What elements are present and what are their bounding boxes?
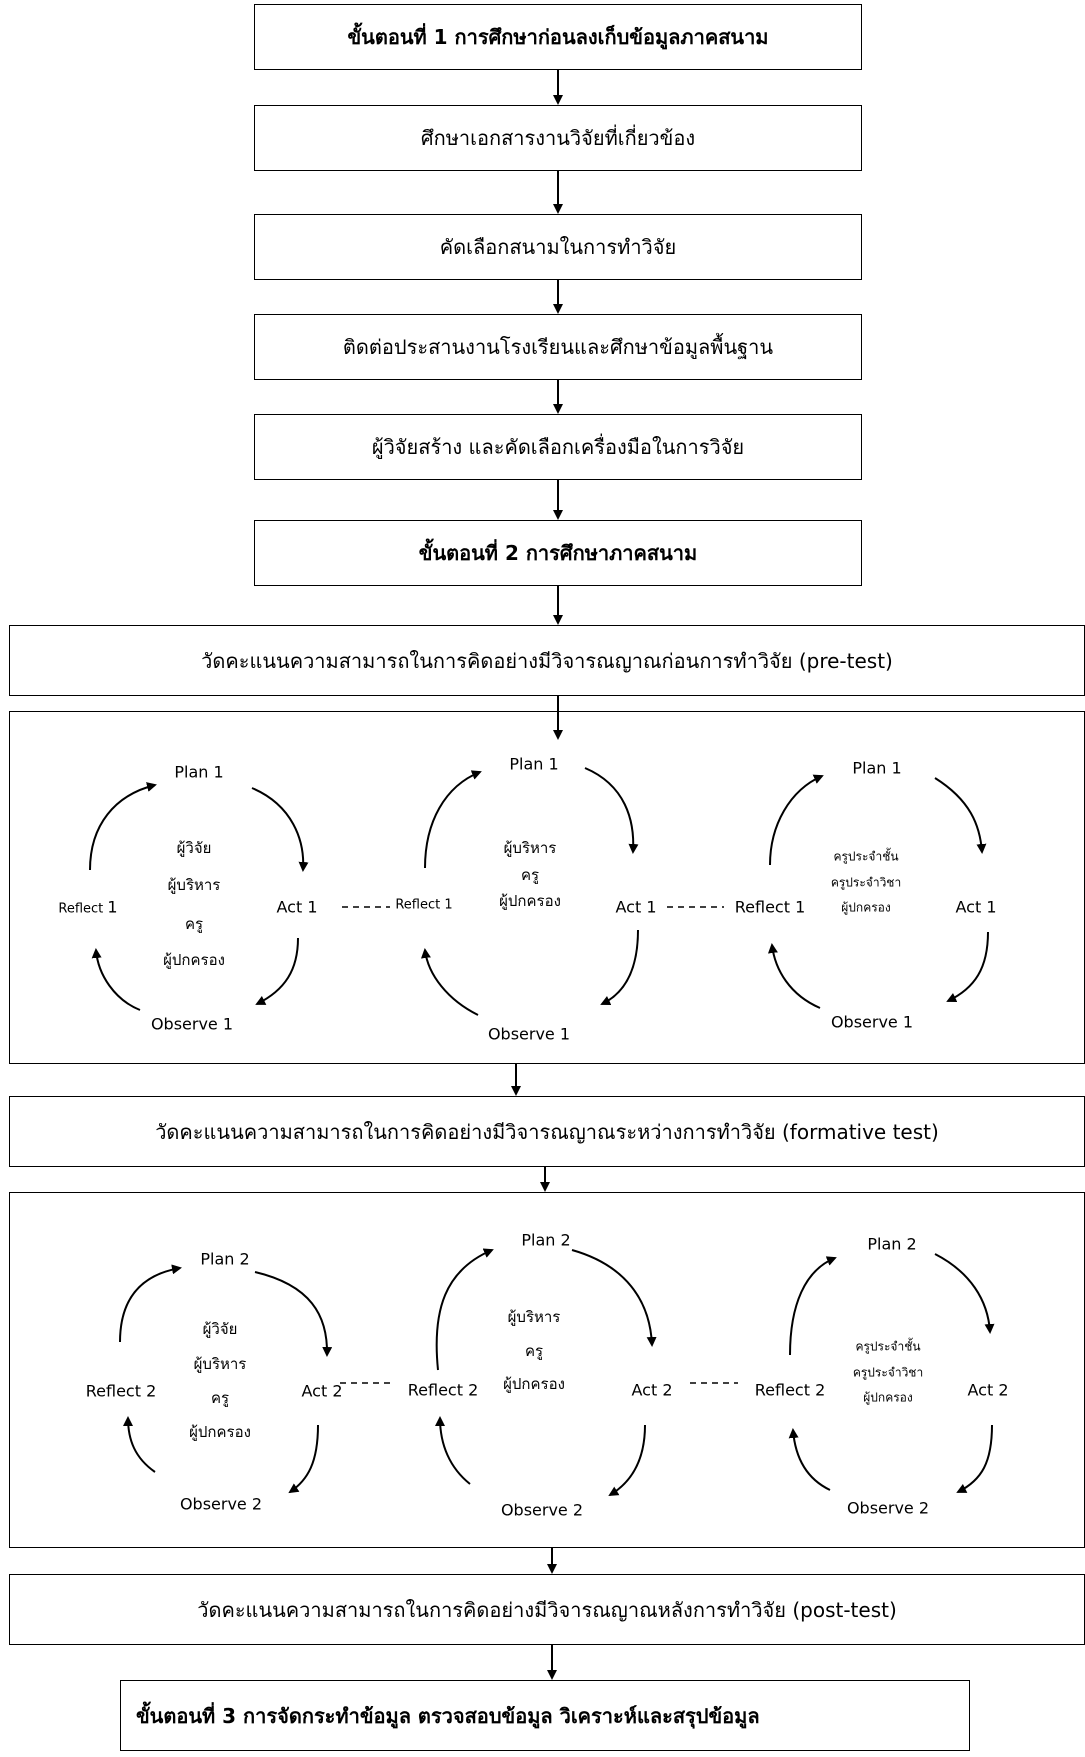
step1-title: ขั้นตอนที่ 1 การศึกษาก่อนลงเก็บข้อมูลภาค… — [347, 25, 769, 49]
c1c-plan: Plan 1 — [852, 758, 902, 778]
c2b-reflect: Reflect 2 — [407, 1380, 479, 1400]
c1b-arrow-plan-act — [584, 767, 639, 854]
formative-box: วัดคะแนนความสามารถในการคิดอย่างมีวิจารณญ… — [9, 1096, 1085, 1167]
posttest-text: วัดคะแนนความสามารถในการคิดอย่างมีวิจารณญ… — [197, 1597, 897, 1622]
c2b-role-1: ผู้บริหาร — [507, 1308, 561, 1326]
c1a-act: Act 1 — [276, 897, 318, 917]
c2c-act: Act 2 — [967, 1380, 1009, 1400]
step1-item4: ผู้วิจัยสร้าง และคัดเลือกเครื่องมือในการ… — [371, 435, 745, 459]
c1a-arrow-obs-ref — [91, 948, 141, 1011]
step2-title: ขั้นตอนที่ 2 การศึกษาภาคสนาม — [418, 541, 698, 565]
c1a-arrow-act-obs — [255, 937, 299, 1005]
pretest-box: วัดคะแนนความสามารถในการคิดอย่างมีวิจารณญ… — [9, 625, 1085, 696]
c2b-act: Act 2 — [631, 1380, 673, 1400]
c2b-arrow-obs-ref — [435, 1416, 471, 1485]
c2b-observe: Observe 2 — [500, 1500, 584, 1520]
step1-item3-box: ติดต่อประสานงานโรงเรียนและศึกษาข้อมูลพื้… — [254, 314, 862, 380]
c1b-reflect: Reflect 1 — [395, 897, 453, 913]
step1-item2: คัดเลือกสนามในการทำวิจัย — [439, 235, 677, 259]
pretest-text: วัดคะแนนความสามารถในการคิดอย่างมีวิจารณญ… — [201, 648, 893, 673]
c2b-arrow-act-obs — [608, 1424, 646, 1497]
c1c-arrow-ref-plan — [769, 774, 824, 866]
c1a-role-3: ครู — [184, 915, 204, 933]
c1b-role-2: ครู — [520, 866, 540, 884]
c2c-arrow-obs-ref — [788, 1428, 831, 1491]
c1a-observe: Observe 1 — [150, 1014, 234, 1034]
c1a-reflect-num: 1 — [107, 897, 118, 917]
step3-title: ขั้นตอนที่ 3 การจัดกระทำข้อมูล ตรวจสอบข้… — [136, 1703, 760, 1728]
formative-text: วัดคะแนนความสามารถในการคิดอย่างมีวิจารณญ… — [155, 1119, 939, 1144]
step2-title-box: ขั้นตอนที่ 2 การศึกษาภาคสนาม — [254, 520, 862, 586]
c2c-arrow-ref-plan — [789, 1256, 837, 1356]
step1-item2-box: คัดเลือกสนามในการทำวิจัย — [254, 214, 862, 280]
c2c-reflect: Reflect 2 — [754, 1380, 826, 1400]
c1c-arrow-plan-act — [934, 777, 987, 854]
c2a-role-1: ผู้วิจัย — [202, 1320, 238, 1338]
c2a-arrow-ref-plan — [119, 1264, 182, 1343]
c2a-role-2: ผู้บริหาร — [193, 1355, 247, 1373]
c1c-role-3: ผู้ปกครอง — [841, 900, 891, 915]
c1b-observe: Observe 1 — [487, 1024, 571, 1044]
c1a-reflect: Reflect 1 — [58, 898, 117, 917]
c2a-arrow-plan-act — [254, 1271, 333, 1357]
step1-item3: ติดต่อประสานงานโรงเรียนและศึกษาข้อมูลพื้… — [342, 335, 774, 359]
c2a-role-4: ผู้ปกครอง — [189, 1423, 251, 1441]
c1c-arrow-obs-ref — [767, 943, 821, 1009]
c1c-arrow-act-obs — [946, 931, 989, 1003]
step1-item1-box: ศึกษาเอกสารงานวิจัยที่เกี่ยวข้อง — [254, 105, 862, 171]
c2a-act: Act 2 — [301, 1381, 343, 1401]
c2c-observe: Observe 2 — [846, 1498, 930, 1518]
c2a-plan: Plan 2 — [200, 1249, 250, 1269]
c1b-role-1: ผู้บริหาร — [503, 839, 557, 857]
c2c-plan: Plan 2 — [867, 1234, 917, 1254]
c1a-role-4: ผู้ปกครอง — [163, 951, 225, 969]
c2a-role-3: ครู — [210, 1389, 230, 1407]
c1b-arrow-ref-plan — [424, 770, 482, 869]
c2b-arrow-plan-act — [571, 1249, 657, 1347]
c2a-arrow-obs-ref — [123, 1416, 156, 1473]
c1a-arrow-ref-plan — [89, 782, 157, 871]
c2b-arrow-ref-plan — [435, 1248, 494, 1371]
c1c-observe: Observe 1 — [830, 1012, 914, 1032]
c2b-role-3: ผู้ปกครอง — [503, 1375, 565, 1393]
step1-item4-box: ผู้วิจัยสร้าง และคัดเลือกเครื่องมือในการ… — [254, 414, 862, 480]
c1a-arrow-plan-act — [251, 787, 309, 872]
step3-title-box: ขั้นตอนที่ 3 การจัดกระทำข้อมูล ตรวจสอบข้… — [120, 1680, 970, 1751]
c1c-role-2: ครูประจำวิชา — [830, 875, 902, 890]
c1b-arrow-act-obs — [600, 929, 639, 1006]
c2a-arrow-act-obs — [288, 1424, 319, 1494]
step1-title-box: ขั้นตอนที่ 1 การศึกษาก่อนลงเก็บข้อมูลภาค… — [254, 4, 862, 70]
c1a-plan: Plan 1 — [174, 762, 224, 782]
c1a-reflect-word: Reflect — [58, 901, 104, 917]
c1c-act: Act 1 — [955, 897, 997, 917]
c1b-arrow-obs-ref — [420, 948, 479, 1016]
c2c-role-2: ครูประจำวิชา — [852, 1365, 924, 1380]
c1c-role-1: ครูประจำชั้น — [833, 849, 899, 864]
c2b-plan: Plan 2 — [521, 1230, 571, 1250]
c2a-observe: Observe 2 — [179, 1494, 263, 1514]
posttest-box: วัดคะแนนความสามารถในการคิดอย่างมีวิจารณญ… — [9, 1574, 1085, 1645]
c2a-reflect: Reflect 2 — [85, 1381, 157, 1401]
c1a-role-2: ผู้บริหาร — [167, 876, 221, 894]
c2c-role-3: ผู้ปกครอง — [863, 1390, 913, 1405]
c2c-arrow-plan-act — [934, 1253, 995, 1334]
step1-item1: ศึกษาเอกสารงานวิจัยที่เกี่ยวข้อง — [420, 126, 696, 150]
c1c-reflect: Reflect 1 — [734, 897, 806, 917]
c1b-plan: Plan 1 — [509, 754, 559, 774]
c2c-arrow-act-obs — [956, 1424, 993, 1493]
c1b-act: Act 1 — [615, 897, 657, 917]
c2c-role-1: ครูประจำชั้น — [855, 1339, 921, 1354]
c1b-role-3: ผู้ปกครอง — [499, 892, 561, 910]
c1a-role-1: ผู้วิจัย — [176, 839, 212, 857]
c2b-role-2: ครู — [524, 1342, 544, 1360]
